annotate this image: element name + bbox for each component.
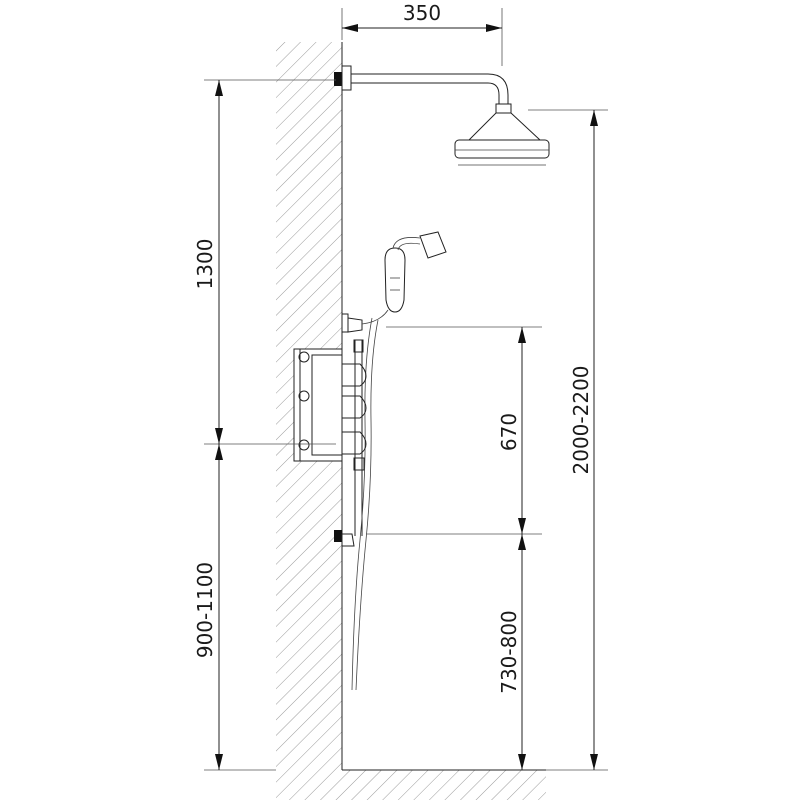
hand-shower	[384, 231, 447, 313]
valve-handles	[341, 363, 367, 455]
floor	[276, 769, 546, 800]
shower-head	[454, 103, 550, 166]
hand-shower-holder	[341, 309, 389, 333]
dimension-head-to-valve: 1300	[193, 80, 223, 444]
dimension-valve-height: 900-1100	[193, 444, 223, 770]
dimension-rail-length: 670	[497, 327, 526, 534]
valve-box	[293, 348, 343, 462]
label-rail-bottom-height: 730-800	[497, 610, 521, 694]
shower-arm	[334, 65, 509, 104]
wall-bracket	[334, 530, 355, 547]
label-arm-projection: 350	[403, 1, 441, 25]
label-head-height: 2000-2200	[569, 365, 593, 474]
dimension-head-height: 2000-2200	[569, 110, 598, 770]
label-rail-length: 670	[497, 413, 521, 451]
extension-lines	[204, 8, 608, 771]
label-head-to-valve: 1300	[193, 239, 217, 290]
dimension-arm-projection: 350	[342, 1, 502, 32]
label-valve-height: 900-1100	[193, 562, 217, 658]
shower-hose	[351, 317, 379, 691]
dimension-rail-bottom-height: 730-800	[497, 534, 526, 770]
slide-rail	[353, 339, 365, 536]
